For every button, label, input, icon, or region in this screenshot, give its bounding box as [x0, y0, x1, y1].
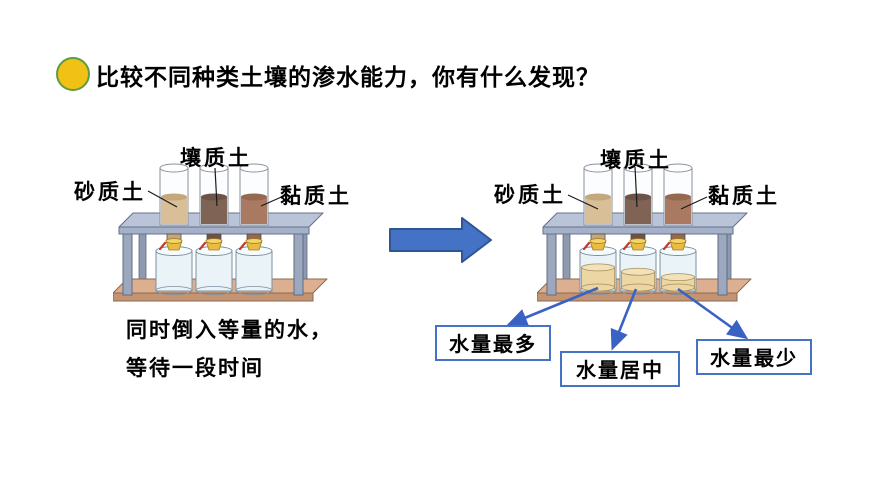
title-bullet-icon — [56, 57, 90, 91]
beaker-clay — [659, 246, 697, 295]
label-loamy-soil: 壤质土 — [600, 148, 672, 172]
label-clay-soil: 黏质土 — [708, 184, 780, 208]
stand-front-leg — [717, 233, 728, 296]
stand-front-leg — [293, 233, 304, 296]
label-sandy-soil: 砂质土 — [74, 180, 146, 204]
beaker-water-least — [661, 273, 695, 292]
caption-line-1: 同时倒入等量的水， — [126, 318, 333, 342]
funnel-spigot — [238, 233, 263, 251]
beaker-loamy — [195, 246, 233, 295]
beaker-loamy — [619, 246, 657, 295]
beaker-sandy — [155, 246, 193, 295]
beaker-water-most — [581, 263, 615, 292]
label-clay-soil: 黏质土 — [280, 184, 352, 208]
stand-front-leg — [122, 233, 133, 296]
right-arrow-icon — [389, 217, 492, 263]
result-box-most-water: 水量最多 — [435, 325, 551, 361]
cylinder-sandy-soil — [159, 163, 189, 226]
cylinder-clay-soil — [239, 163, 269, 226]
label-loamy-soil: 壤质土 — [180, 146, 252, 170]
cylinder-loamy-soil — [199, 163, 229, 226]
stand-front-leg — [546, 233, 557, 296]
beaker-water-middle — [621, 267, 655, 292]
caption-line-2: 等待一段时间 — [126, 356, 264, 380]
funnel-spigot — [622, 233, 647, 251]
apparatus-left — [113, 163, 328, 302]
beaker-clay — [235, 246, 273, 295]
experiment-setup-before: 砂质土 壤质土 黏质土 同时倒入等量的水， 等待一段时间 — [70, 140, 380, 400]
slide-title: 比较不同种类土壤的渗水能力，你有什么发现？ — [96, 64, 600, 90]
cylinder-loamy-soil — [623, 163, 653, 226]
funnel-spigot — [662, 233, 687, 251]
funnel-spigot — [158, 233, 183, 251]
funnel-spigot — [582, 233, 607, 251]
label-sandy-soil: 砂质土 — [494, 183, 566, 207]
beaker-sandy — [579, 246, 617, 295]
result-box-least-water: 水量最少 — [696, 339, 812, 375]
funnel-spigot — [198, 233, 223, 251]
result-box-middle-water: 水量居中 — [560, 351, 680, 387]
experiment-result-after: 砂质土 壤质土 黏质土 水量最多 水量居中 水量最少 — [430, 135, 870, 430]
